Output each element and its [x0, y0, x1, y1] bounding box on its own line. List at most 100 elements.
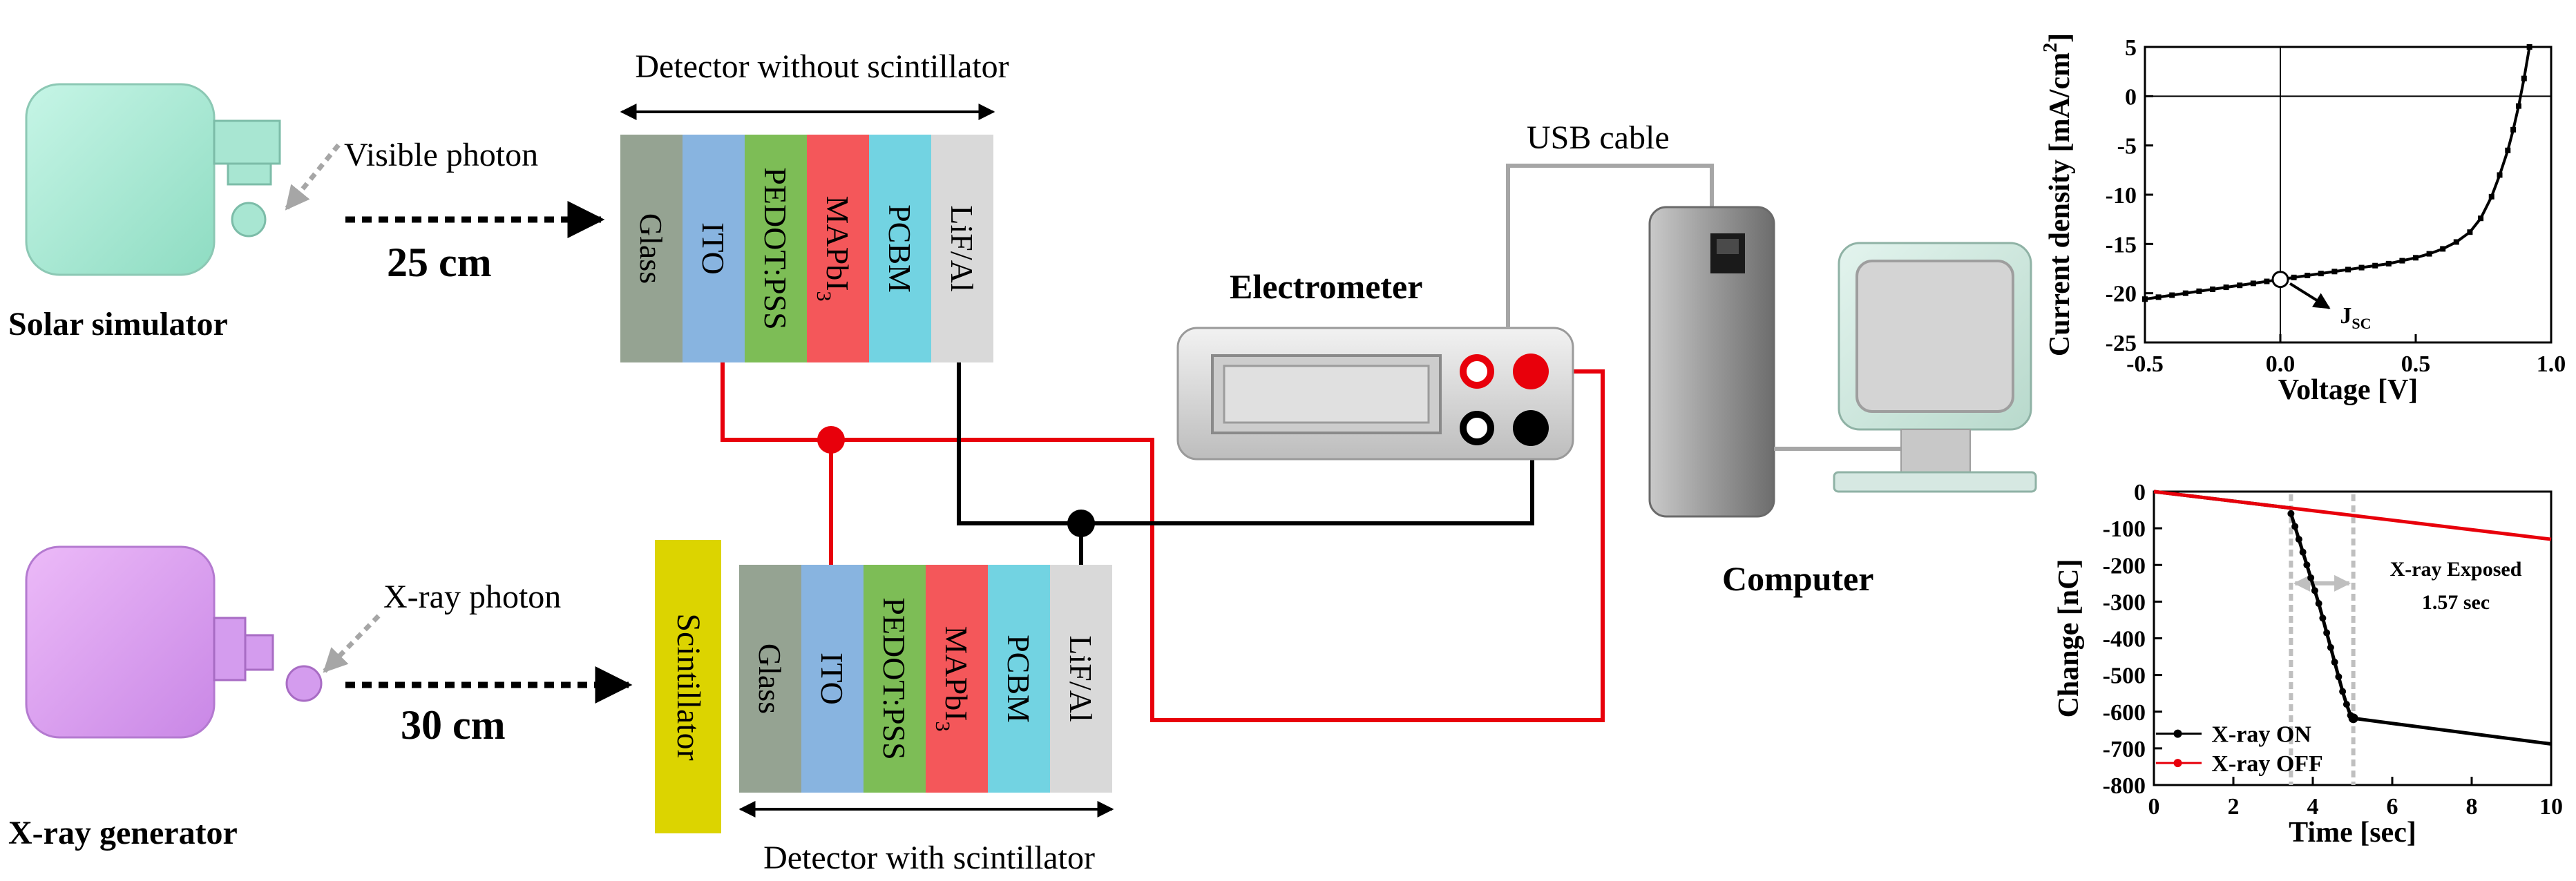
chart0-point-28	[2505, 147, 2511, 153]
chart0-xtick-label-1: 0.0	[2266, 351, 2296, 377]
chart0-point-30	[2515, 103, 2521, 109]
chart0-point-32	[2526, 44, 2532, 50]
chart0-point-2	[2169, 292, 2175, 298]
chart1-on-point-5	[2307, 574, 2315, 581]
chart0-ylabel-close: ]	[2044, 33, 2076, 43]
visible-photon-arrow	[285, 143, 341, 211]
xray-distance-label: 30 cm	[401, 702, 506, 748]
chart1-on-knee	[2348, 713, 2358, 724]
chart0-point-7	[2237, 282, 2243, 289]
bottom-layer-label-0: Glass	[752, 643, 788, 714]
solar-simulator-label: Solar simulator	[8, 306, 228, 342]
scintillator	[655, 540, 721, 833]
chart0-point-0	[2142, 296, 2148, 302]
chart1-ytick-label-7: -700	[2103, 737, 2146, 762]
chart0-point-18	[2385, 260, 2392, 267]
chart1-series-1-line	[2353, 716, 2552, 746]
chart0-point-31	[2521, 75, 2527, 81]
chart1-on-point-10	[2327, 643, 2334, 651]
bottom-detector-caption: Detector with scintillator	[763, 840, 1095, 876]
chart1-ytick-label-6: -600	[2103, 700, 2146, 726]
top-layer-5	[931, 135, 993, 362]
chart0-jsc-label: JSC	[2340, 303, 2371, 332]
bottom-layer-3	[926, 565, 988, 793]
chart1-on-point-1	[2291, 523, 2299, 530]
chart0-point-11	[2291, 274, 2297, 280]
chart0-point-3	[2182, 290, 2188, 296]
chart1-on-point-14	[2343, 701, 2350, 708]
chart1-xtick-label-2: 4	[2307, 794, 2319, 820]
xray-photon-arrow	[323, 614, 381, 673]
electrometer-label: Electrometer	[1230, 267, 1422, 306]
chart0-point-16	[2358, 264, 2365, 271]
bottom-layer-1	[801, 565, 864, 793]
chart1-ylabel-text: Change [nC]	[2053, 559, 2085, 718]
chart1-on-point-3	[2299, 548, 2307, 556]
bottom-layer-label-1: ITO	[814, 652, 850, 705]
chart0-point-15	[2345, 267, 2351, 273]
solar-distance-label: 25 cm	[387, 240, 492, 285]
top-layer-label-2: PEDOT:PSS	[758, 167, 793, 329]
chart1-ytick-label-4: -400	[2103, 627, 2146, 652]
chart1-xtick-label-5: 10	[2539, 794, 2563, 820]
chart1-on-point-12	[2335, 673, 2343, 681]
scintillator-label: Scintillator	[670, 613, 707, 760]
xray-photon-label: X-ray photon	[383, 579, 561, 615]
chart0-point-12	[2305, 272, 2311, 278]
chart1-ytick-label-1: -100	[2103, 516, 2146, 542]
solar-simulator	[25, 83, 281, 276]
electrometer	[1176, 327, 1574, 461]
chart0-point-6	[2223, 284, 2229, 291]
chart1-series-3-line	[2153, 490, 2552, 541]
bottom-layer-0	[739, 565, 801, 793]
bottom-layer-2	[864, 565, 926, 793]
chart1-exposure-duration: 1.57 sec	[2422, 591, 2490, 614]
red-junction	[817, 426, 845, 454]
chart1-ytick-label-8: -800	[2103, 773, 2146, 799]
chart0-jsc-arrow	[2289, 282, 2331, 309]
chart1-ytick-label-0: 0	[2134, 480, 2146, 505]
chart0-point-13	[2318, 271, 2324, 277]
usb-cable-label: USB cable	[1527, 119, 1670, 156]
chart1-ytick-label-3: -300	[2103, 590, 2146, 615]
chart1-xtick-label-4: 8	[2466, 794, 2478, 820]
chart0-ytick-label-5: 0	[2125, 84, 2137, 110]
chart1-legend-label-1: X-ray OFF	[2211, 751, 2322, 777]
chart0-point-8	[2250, 280, 2256, 287]
chart0-point-22	[2440, 246, 2446, 252]
usb-cable	[1506, 164, 1714, 328]
chart0-ytick-label-6: 5	[2125, 35, 2137, 61]
computer-monitor	[1833, 242, 2037, 493]
chart0-ytick-label-2: -15	[2106, 232, 2137, 258]
top-layer-1	[683, 135, 745, 362]
chart1-on-point-9	[2323, 629, 2331, 637]
chart0-xlabel: Voltage [V]	[2278, 374, 2418, 406]
chart1-on-point-6	[2311, 587, 2318, 594]
top-layer-2	[745, 135, 807, 362]
chart0-point-29	[2510, 126, 2517, 133]
chart1-ylabel: Change [nC]	[2053, 559, 2085, 718]
chart1-ytick-label-2: -200	[2103, 553, 2146, 579]
black-junction	[1067, 510, 1095, 537]
chart0-xtick-label-0: -0.5	[2126, 351, 2164, 377]
chart0-xtick-label-2: 0.5	[2401, 351, 2431, 377]
chart0-point-17	[2372, 262, 2378, 269]
xray-generator-label: X-ray generator	[8, 815, 238, 851]
chart0-ytick-label-1: -20	[2106, 282, 2137, 307]
chart1-on-point-8	[2319, 614, 2327, 622]
chart0-point-27	[2497, 172, 2503, 178]
chart1-legend-label-0: X-ray ON	[2211, 722, 2311, 748]
chart1-on-point-13	[2339, 688, 2347, 695]
top-layer-label-5: LiF/Al	[944, 205, 980, 291]
chart0-point-4	[2196, 288, 2202, 294]
top-layer-label-0: Glass	[633, 213, 669, 284]
chart0-ylabel-sup: 2	[2040, 43, 2061, 52]
chart0-ylabel-text: Current density [mA/cm	[2044, 52, 2076, 356]
chart0-jsc-marker	[2271, 271, 2289, 289]
chart1-on-point-0	[2287, 510, 2295, 517]
chart1-xtick-label-3: 6	[2387, 794, 2398, 820]
chart1-xtick-label-0: 0	[2148, 794, 2160, 820]
chart0-point-9	[2264, 278, 2270, 284]
chart0-point-1	[2155, 294, 2162, 300]
